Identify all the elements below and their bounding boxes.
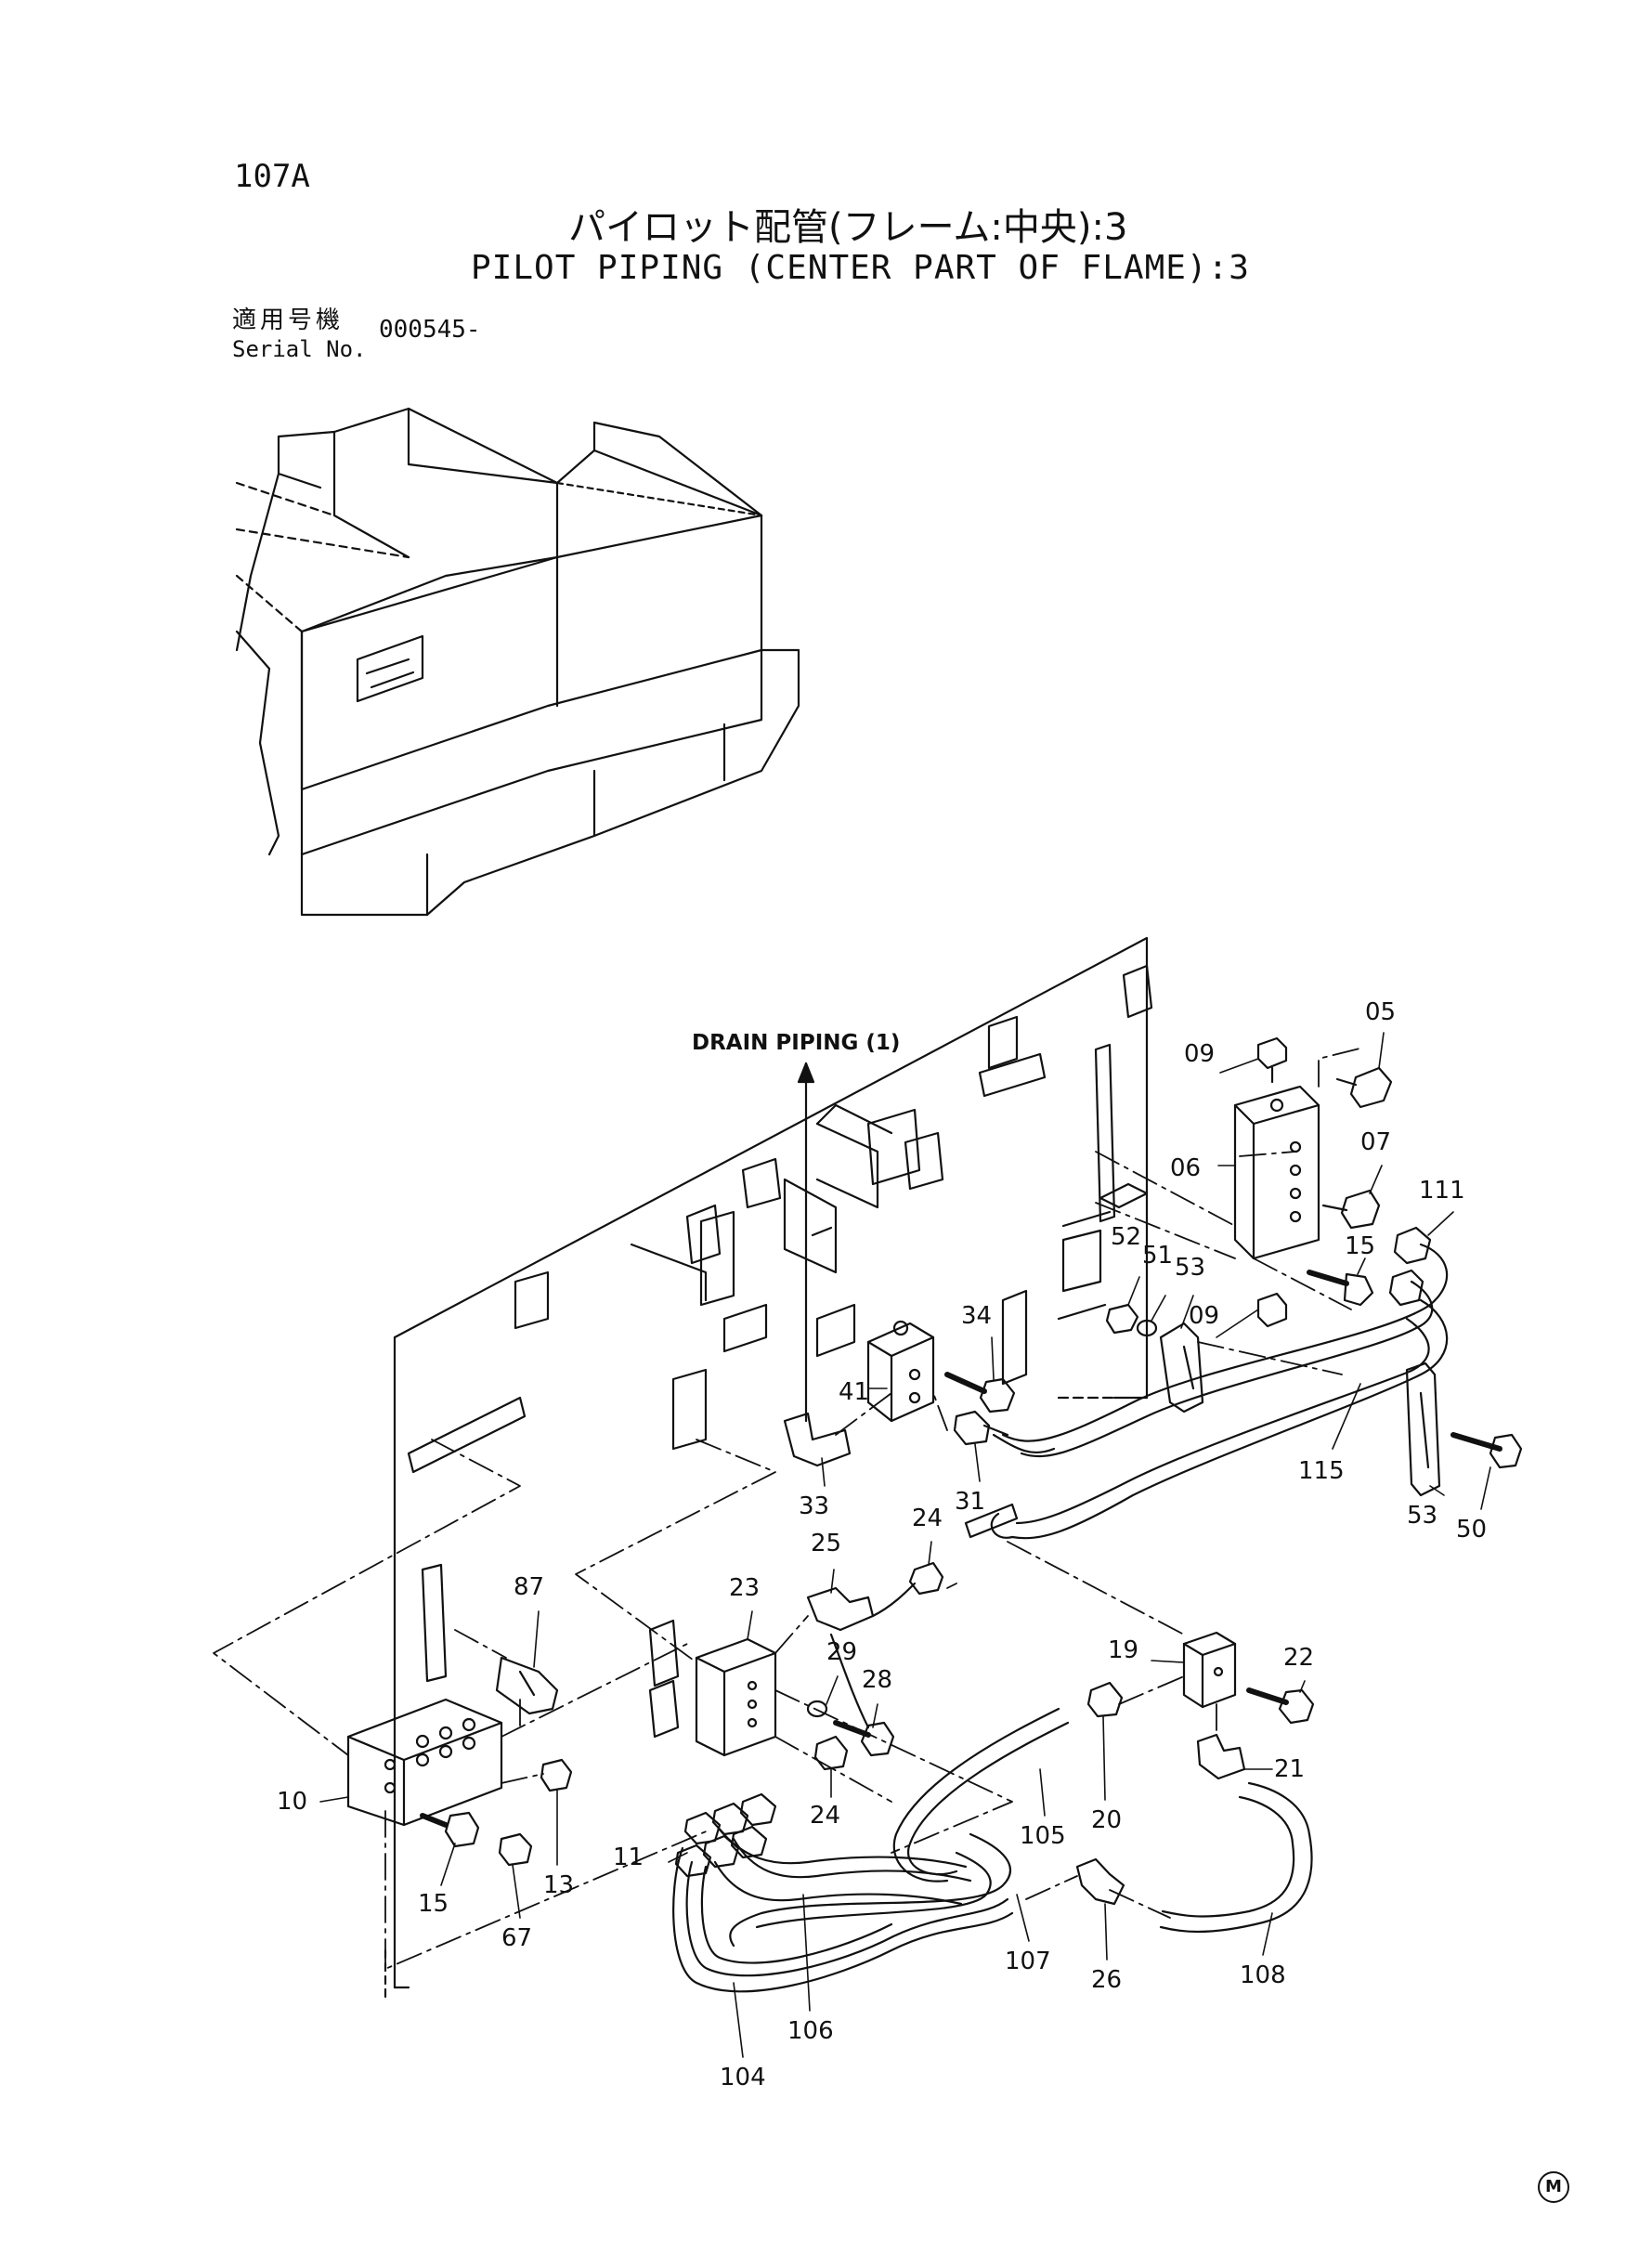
block-06 <box>1233 1085 1320 1260</box>
callout-28: 28 <box>862 1666 892 1694</box>
callout-23: 23 <box>729 1574 760 1602</box>
page-title-english: PILOT PIPING (CENTER PART OF FLAME):3 <box>471 249 1250 287</box>
pilot-hoses <box>672 1243 1449 1993</box>
callout-06: 06 <box>1170 1154 1201 1182</box>
callout-53-lower: 53 <box>1407 1502 1437 1530</box>
serial-label-japanese: 適用号機 <box>232 306 345 334</box>
page-number: 107A <box>234 158 310 195</box>
callout-15-lower: 15 <box>418 1890 449 1918</box>
callout-67: 67 <box>501 1924 532 1952</box>
callout-19: 19 <box>1108 1636 1138 1664</box>
drain-piping-note: DRAIN PIPING (1) <box>692 1031 900 1423</box>
callout-numbers: 05 09 06 07 111 15 52 51 53 09 34 41 33 … <box>277 998 1487 2091</box>
callout-111: 111 <box>1419 1177 1465 1205</box>
callout-13: 13 <box>543 1871 574 1899</box>
machine-overview-illustration <box>235 407 800 917</box>
block-10 <box>346 1698 503 1827</box>
callout-104: 104 <box>720 2064 766 2091</box>
block-19 <box>1182 1631 1237 1709</box>
callout-51: 51 <box>1142 1242 1173 1270</box>
callout-24-lower: 24 <box>810 1802 840 1830</box>
fittings <box>420 1036 1523 1906</box>
serial-label-english: Serial No. <box>232 336 367 362</box>
callout-52: 52 <box>1111 1223 1141 1251</box>
callout-50: 50 <box>1456 1516 1487 1544</box>
valve-blocks <box>346 1085 1320 1827</box>
callout-15-upper: 15 <box>1345 1232 1375 1260</box>
alignment-lines <box>213 1047 1364 1970</box>
drain-piping-label: DRAIN PIPING (1) <box>692 1031 900 1055</box>
callout-20: 20 <box>1091 1806 1122 1834</box>
callout-29: 29 <box>826 1638 857 1666</box>
leader-lines <box>319 1032 1491 2058</box>
callout-87: 87 <box>514 1573 544 1601</box>
callout-24-upper: 24 <box>912 1505 943 1532</box>
callout-22: 22 <box>1283 1644 1314 1672</box>
callout-05: 05 <box>1365 998 1396 1026</box>
callout-21: 21 <box>1274 1755 1305 1783</box>
callout-26: 26 <box>1091 1966 1122 1994</box>
callout-106: 106 <box>787 2017 834 2045</box>
callout-41: 41 <box>839 1378 869 1406</box>
callout-09-upper: 09 <box>1184 1040 1215 1068</box>
callout-108: 108 <box>1240 1961 1286 1989</box>
serial-number-value: 000545- <box>379 316 481 344</box>
block-41 <box>866 1322 935 1423</box>
callout-31: 31 <box>955 1488 985 1516</box>
callout-25: 25 <box>811 1530 841 1557</box>
callout-07: 07 <box>1360 1128 1391 1156</box>
frame-plate <box>384 936 1153 1999</box>
callout-33: 33 <box>799 1492 829 1520</box>
callout-115: 115 <box>1298 1457 1345 1485</box>
callout-09-lower: 09 <box>1189 1302 1219 1330</box>
callout-34: 34 <box>961 1302 992 1330</box>
corner-mark-symbol: M <box>1538 2171 1569 2203</box>
callout-107: 107 <box>1005 1948 1051 1975</box>
callout-53-upper: 53 <box>1175 1254 1205 1282</box>
callout-10: 10 <box>277 1788 307 1816</box>
callout-11: 11 <box>613 1844 644 1871</box>
page-title-japanese: パイロット配管(フレーム:中央):3 <box>568 206 1128 249</box>
callout-105: 105 <box>1020 1822 1066 1850</box>
